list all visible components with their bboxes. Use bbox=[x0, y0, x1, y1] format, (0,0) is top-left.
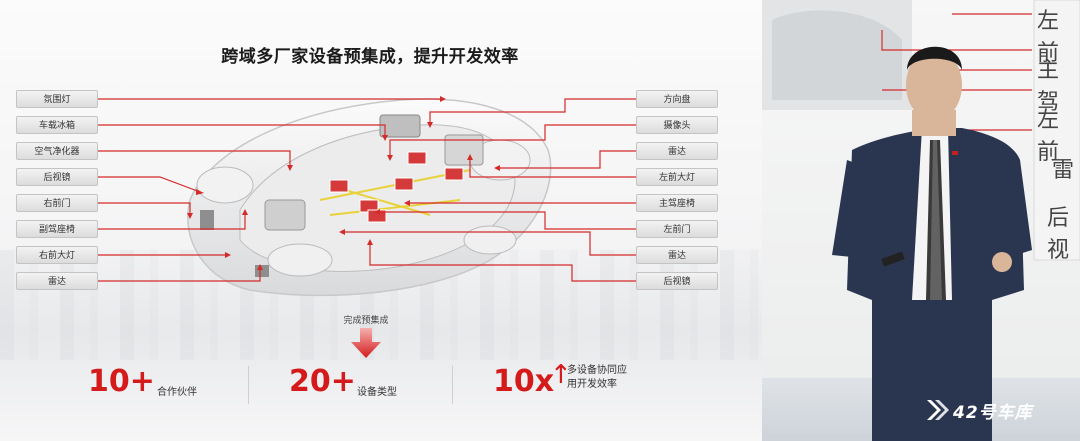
stat-efficiency-value: 10x bbox=[493, 364, 555, 399]
right-label-steering-wheel: 方向盘 bbox=[636, 90, 718, 108]
background-text-4: 雷 bbox=[1052, 158, 1075, 183]
down-arrow-icon bbox=[351, 328, 381, 358]
stat-efficiency-line1: 多设备协同应 bbox=[567, 365, 627, 376]
left-label-right-front-door: 右前门 bbox=[16, 194, 98, 212]
presentation-slide: 跨域多厂家设备预集成，提升开发效率 bbox=[0, 0, 762, 441]
left-label-air-purifier: 空气净化器 bbox=[16, 142, 98, 160]
stat-partners-value: 10+ bbox=[88, 364, 155, 399]
presenter-figure bbox=[832, 46, 1032, 441]
background-text-3: 左前 bbox=[1037, 108, 1060, 165]
stat-devices-value: 20+ bbox=[289, 364, 356, 399]
watermark-text: 42号车库 bbox=[953, 403, 1033, 423]
stat-divider bbox=[248, 366, 249, 404]
stat-divider bbox=[452, 366, 453, 404]
stat-efficiency-line2: 用开发效率 bbox=[567, 379, 617, 390]
car-illustration bbox=[187, 98, 552, 297]
right-label-left-headlight: 左前大灯 bbox=[636, 168, 718, 186]
left-label-fridge: 车载冰箱 bbox=[16, 116, 98, 134]
right-label-camera: 摄像头 bbox=[636, 116, 718, 134]
done-preintegration-label: 完成预集成 bbox=[343, 316, 389, 326]
background-text-2: 主驾 bbox=[1037, 58, 1060, 115]
left-label-mirror: 后视镜 bbox=[16, 168, 98, 186]
right-label-left-front-door: 左前门 bbox=[636, 220, 718, 238]
right-label-mirror: 后视镜 bbox=[636, 272, 718, 290]
left-label-radar: 雷达 bbox=[16, 272, 98, 290]
stat-devices-label: 设备类型 bbox=[357, 387, 397, 398]
background-text-1: 左前 bbox=[1037, 9, 1060, 66]
play-chevron-icon bbox=[927, 400, 949, 420]
background-text-5: 后视 bbox=[1047, 206, 1070, 263]
right-label-radar-2: 雷达 bbox=[636, 246, 718, 264]
left-label-passenger-seat: 副驾座椅 bbox=[16, 220, 98, 238]
background-car-image bbox=[762, 0, 1080, 261]
up-arrow-icon: ↑ bbox=[550, 360, 572, 390]
speaker-video: 左前 主驾 左前 雷 后视 bbox=[762, 0, 1080, 441]
stat-partners-label: 合作伙伴 bbox=[157, 387, 197, 398]
watermark-logo: 42号车库 bbox=[925, 392, 1075, 430]
left-label-right-headlight: 右前大灯 bbox=[16, 246, 98, 264]
left-label-ambient-light: 氛围灯 bbox=[16, 90, 98, 108]
right-label-radar: 雷达 bbox=[636, 142, 718, 160]
slide-title: 跨域多厂家设备预集成，提升开发效率 bbox=[221, 47, 519, 67]
stat-efficiency-label: 多设备协同应 用开发效率 bbox=[567, 364, 627, 392]
connection-lines bbox=[98, 96, 636, 282]
right-label-driver-seat: 主驾座椅 bbox=[636, 194, 718, 212]
